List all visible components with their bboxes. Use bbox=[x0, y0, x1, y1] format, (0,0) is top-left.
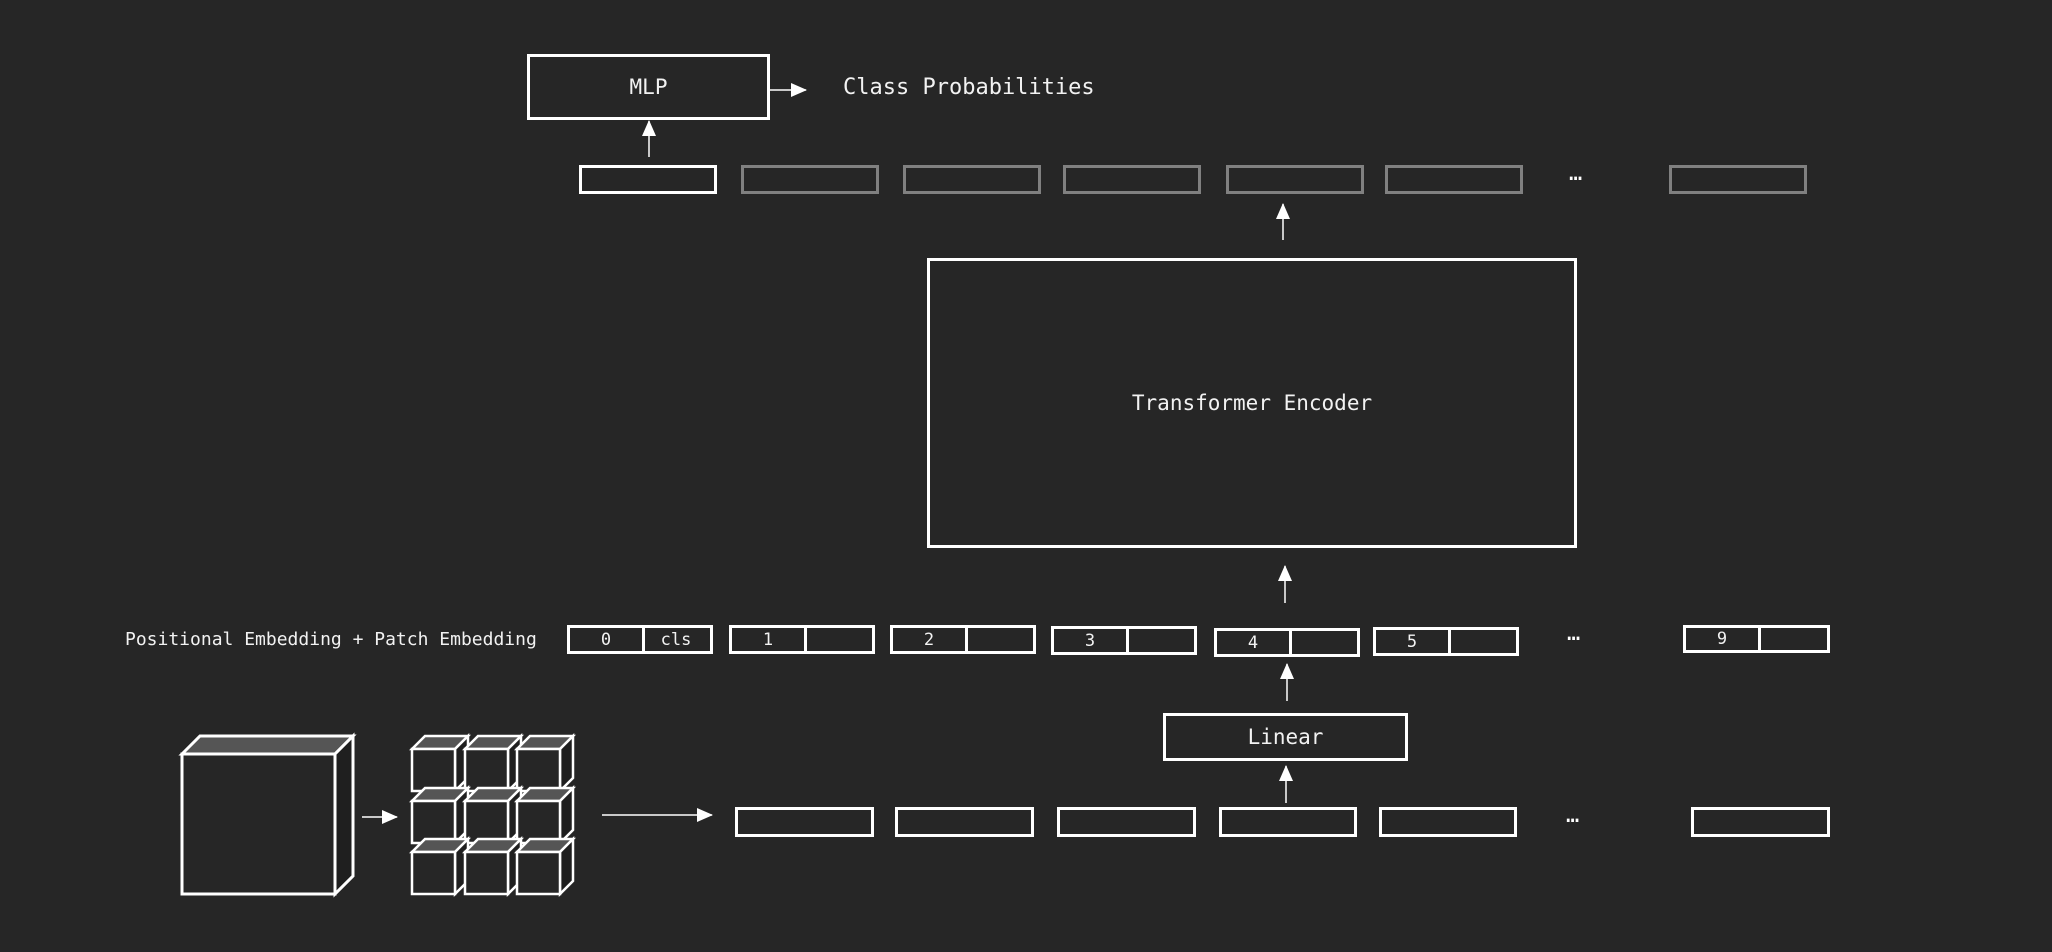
embedding-token-3: 3 bbox=[1051, 626, 1197, 655]
embedding-token-9: 9 bbox=[1683, 625, 1830, 653]
transformer-encoder-label: Transformer Encoder bbox=[1131, 391, 1373, 415]
output-token-cls bbox=[579, 165, 717, 194]
output-token bbox=[1063, 165, 1201, 194]
embedding-token-0: 0 cls bbox=[567, 625, 713, 654]
mlp-block: MLP bbox=[527, 54, 770, 120]
embedding-ellipsis: … bbox=[1567, 621, 1583, 646]
position-index: 0 bbox=[570, 628, 645, 651]
class-probabilities-label: Class Probabilities bbox=[843, 74, 1095, 100]
output-ellipsis: … bbox=[1569, 161, 1585, 186]
mlp-label: MLP bbox=[629, 75, 668, 99]
position-index: 3 bbox=[1054, 629, 1129, 652]
position-index: 2 bbox=[893, 628, 968, 651]
patch-token bbox=[1057, 807, 1196, 837]
patch-cube bbox=[408, 732, 472, 795]
embedding-label: Positional Embedding + Patch Embedding bbox=[125, 629, 537, 650]
patch-ellipsis: … bbox=[1566, 803, 1582, 828]
output-token bbox=[903, 165, 1041, 194]
transformer-encoder-block: Transformer Encoder bbox=[927, 258, 1577, 548]
patch-cube bbox=[461, 732, 525, 795]
embedding-token-4: 4 bbox=[1214, 628, 1360, 657]
output-token bbox=[741, 165, 879, 194]
token-content: cls bbox=[660, 629, 692, 650]
patch-token bbox=[1379, 807, 1517, 837]
image-patches-icon bbox=[408, 732, 577, 898]
patch-token bbox=[1219, 807, 1357, 837]
linear-label: Linear bbox=[1247, 725, 1324, 749]
patch-token-last bbox=[1691, 807, 1830, 837]
linear-projection-block: Linear bbox=[1163, 713, 1408, 761]
output-token-last bbox=[1669, 165, 1807, 194]
position-index: 1 bbox=[732, 628, 807, 651]
patch-cube bbox=[513, 784, 577, 847]
position-index: 4 bbox=[1217, 631, 1292, 654]
patch-cube bbox=[461, 784, 525, 847]
position-index: 9 bbox=[1686, 628, 1761, 650]
embedding-token-1: 1 bbox=[729, 625, 875, 654]
output-token bbox=[1385, 165, 1523, 194]
input-image-icon bbox=[178, 732, 357, 898]
patch-cube bbox=[408, 835, 472, 898]
patch-token bbox=[895, 807, 1034, 837]
patch-cube bbox=[461, 835, 525, 898]
embedding-token-5: 5 bbox=[1373, 627, 1519, 656]
output-token bbox=[1226, 165, 1364, 194]
embedding-token-2: 2 bbox=[890, 625, 1036, 654]
patch-cube bbox=[513, 732, 577, 795]
patch-cube bbox=[408, 784, 472, 847]
position-index: 5 bbox=[1376, 630, 1451, 653]
patch-cube bbox=[513, 835, 577, 898]
patch-token bbox=[735, 807, 874, 837]
